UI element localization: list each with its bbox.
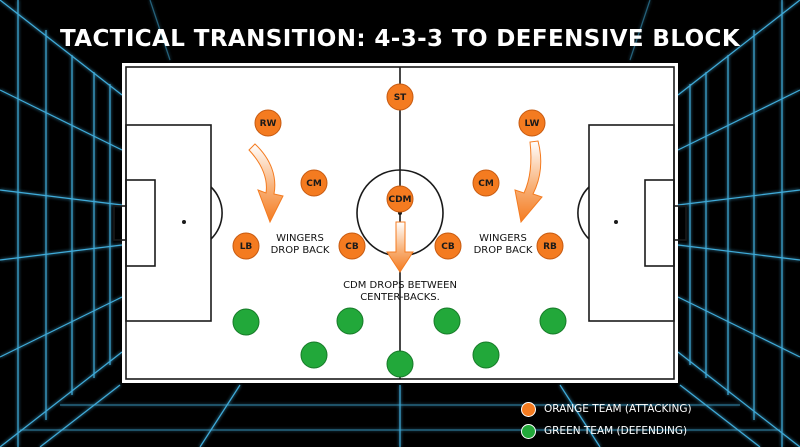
player-label: CM: [306, 179, 322, 189]
player-label: CM: [478, 179, 494, 189]
orange-player-cm: CM: [300, 169, 328, 197]
player-label: CDM: [388, 195, 411, 205]
cdm-note-line2: CENTER-BACKS.: [360, 292, 440, 303]
annotations: WINGERS DROP BACK WINGERS DROP BACK CDM …: [271, 233, 533, 303]
diagram-title: TACTICAL TRANSITION: 4-3-3 TO DEFENSIVE …: [59, 26, 741, 52]
left-goal: [113, 205, 127, 241]
right-wingers-note-line1: WINGERS: [479, 233, 527, 244]
legend-label-orange: ORANGE TEAM (ATTACKING): [544, 403, 692, 415]
orange-player-token: [338, 232, 366, 260]
player-label: LB: [240, 242, 253, 252]
cdm-note-line1: CDM DROPS BETWEEN: [343, 280, 457, 291]
left-wingers-note-line2: DROP BACK: [271, 245, 330, 256]
orange-player-cm: CM: [472, 169, 500, 197]
green-player-token: [386, 350, 414, 378]
player-label: RW: [260, 119, 277, 129]
orange-player-st: ST: [386, 83, 414, 111]
cdm-arrow: [386, 221, 414, 273]
green-player-token: [336, 307, 364, 335]
left-penalty-arc: [210, 186, 223, 240]
player-label: CB: [345, 242, 359, 252]
legend-label-green: GREEN TEAM (DEFENDING): [544, 425, 688, 437]
orange-player-lb: LB: [232, 232, 260, 260]
movement-arrows: [248, 140, 543, 273]
green-player-token: [472, 341, 500, 369]
orange-player-cdm: CDM: [386, 185, 414, 213]
player-label: CB: [441, 242, 455, 252]
left-penalty-spot: [182, 220, 186, 224]
orange-player-rb: RB: [536, 232, 564, 260]
right-penalty-arc: [577, 186, 590, 240]
green-player-token: [232, 308, 260, 336]
player-label: ST: [394, 93, 407, 103]
orange-player-token: [232, 232, 260, 260]
legend: ORANGE TEAM (ATTACKING) GREEN TEAM (DEFE…: [521, 398, 692, 442]
orange-dot-icon: [521, 401, 536, 417]
orange-player-token: [518, 109, 546, 137]
left-winger-arrow: [248, 143, 284, 224]
orange-player-token: [434, 232, 462, 260]
right-winger-arrow: [514, 140, 543, 224]
orange-player-cb: CB: [338, 232, 366, 260]
green-dot-icon: [521, 423, 536, 439]
orange-player-token: [300, 169, 328, 197]
right-penalty-spot: [614, 220, 618, 224]
legend-item-green: GREEN TEAM (DEFENDING): [521, 420, 692, 442]
orange-player-token: [472, 169, 500, 197]
orange-player-token: [254, 109, 282, 137]
green-player-token: [539, 307, 567, 335]
right-wingers-note-line2: DROP BACK: [474, 245, 533, 256]
orange-player-cb: CB: [434, 232, 462, 260]
orange-team: ST RW LW CM CM CDM LB CB CB RB: [232, 83, 564, 260]
player-label: RB: [543, 242, 557, 252]
green-player-token: [300, 341, 328, 369]
legend-item-orange: ORANGE TEAM (ATTACKING): [521, 398, 692, 420]
right-goal: [673, 205, 687, 241]
left-wingers-note-line1: WINGERS: [276, 233, 324, 244]
orange-player-token: [386, 83, 414, 111]
orange-player-rw: RW: [254, 109, 282, 137]
orange-player-token: [536, 232, 564, 260]
green-player-token: [433, 307, 461, 335]
green-team: [232, 307, 567, 378]
player-label: LW: [525, 119, 540, 129]
orange-player-lw: LW: [518, 109, 546, 137]
orange-player-token: [386, 185, 414, 213]
